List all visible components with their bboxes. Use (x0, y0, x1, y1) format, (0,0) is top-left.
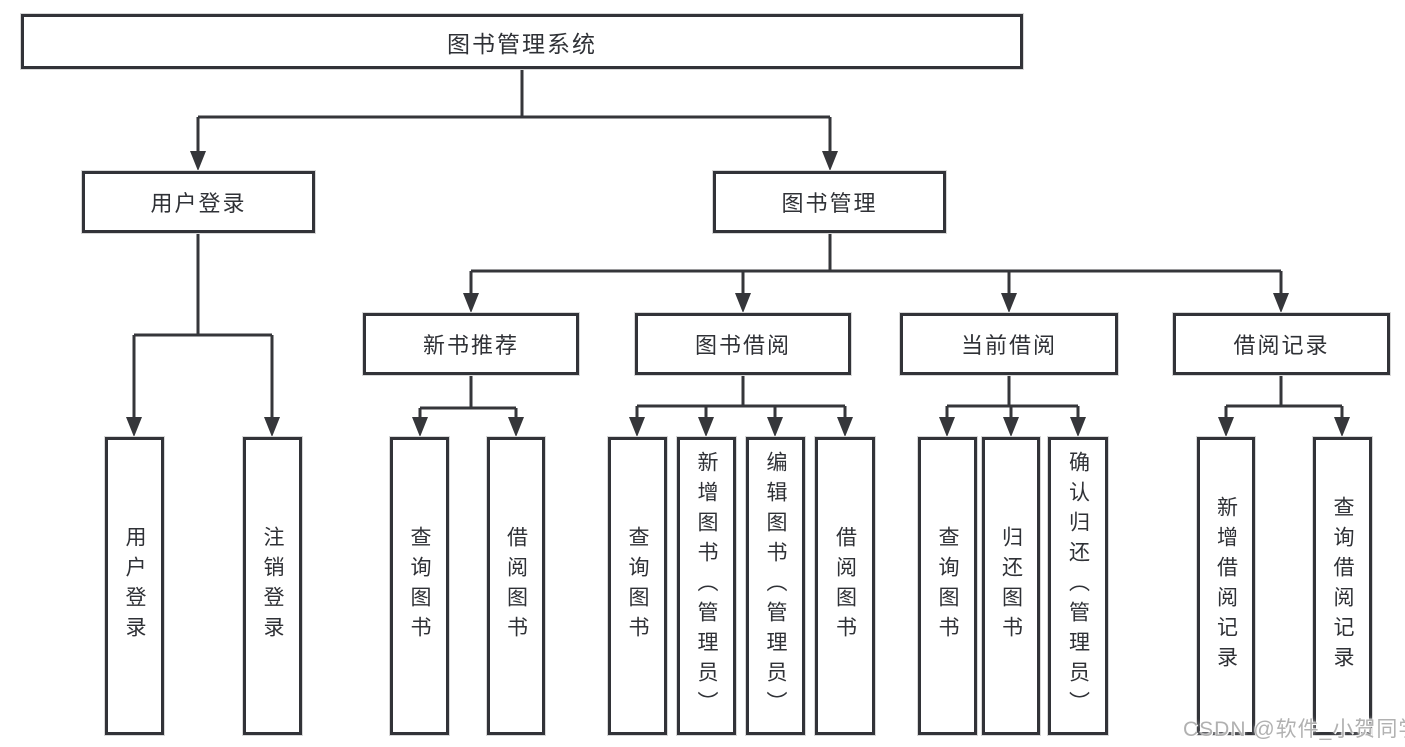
node-label: 图书管理系统 (447, 30, 597, 57)
node-label: 查询图书 (626, 526, 649, 646)
node-label: 查询图书 (936, 526, 959, 646)
node-system-root: 图书管理系统 (21, 14, 1023, 69)
arrowheads (126, 151, 1350, 437)
leaf-query-books-recommend: 查询图书 (390, 437, 449, 735)
node-label: 图书借阅 (694, 333, 791, 358)
node-user-login-group: 用户登录 (82, 171, 315, 233)
csdn-watermark: CSDN @软件_小贺同学 (1183, 718, 1405, 741)
leaf-query-books-current: 查询图书 (918, 437, 977, 735)
node-label: 新增图书（管理员） (695, 451, 718, 721)
leaf-logout: 注销登录 (243, 437, 302, 735)
node-label: 当前借阅 (960, 333, 1057, 358)
node-label: 图书管理 (781, 191, 878, 216)
node-label: 编辑图书（管理员） (764, 451, 787, 721)
leaf-add-borrow-record: 新增借阅记录 (1197, 437, 1255, 735)
node-new-book-recommend: 新书推荐 (363, 313, 579, 375)
node-label: 借阅图书 (504, 526, 528, 646)
node-label: 归还图书 (999, 526, 1023, 646)
node-label: 新增借阅记录 (1214, 496, 1238, 676)
node-label: 用户登录 (123, 526, 146, 646)
node-book-borrow: 图书借阅 (635, 313, 851, 375)
node-label: 查询借阅记录 (1331, 496, 1354, 676)
node-label: 用户登录 (150, 191, 247, 216)
leaf-query-borrow-record: 查询借阅记录 (1313, 437, 1372, 735)
node-label: 借阅图书 (833, 526, 857, 646)
node-label: 查询图书 (408, 526, 431, 646)
node-label: 借阅记录 (1233, 333, 1330, 358)
leaf-edit-book-admin: 编辑图书（管理员） (746, 437, 805, 735)
leaf-borrow-book: 借阅图书 (815, 437, 875, 735)
leaf-add-book-admin: 新增图书（管理员） (677, 437, 736, 735)
node-label: 确认归还（管理员） (1066, 451, 1090, 721)
node-borrow-records: 借阅记录 (1173, 313, 1390, 375)
leaf-user-login: 用户登录 (105, 437, 164, 735)
leaf-confirm-return-admin: 确认归还（管理员） (1048, 437, 1108, 735)
leaf-return-book: 归还图书 (982, 437, 1040, 735)
node-label: 新书推荐 (422, 333, 519, 358)
node-current-borrow: 当前借阅 (900, 313, 1118, 375)
node-label: 注销登录 (261, 526, 284, 646)
leaf-query-books-borrow: 查询图书 (608, 437, 667, 735)
leaf-borrow-books-recommend: 借阅图书 (487, 437, 545, 735)
node-book-management: 图书管理 (713, 171, 946, 233)
